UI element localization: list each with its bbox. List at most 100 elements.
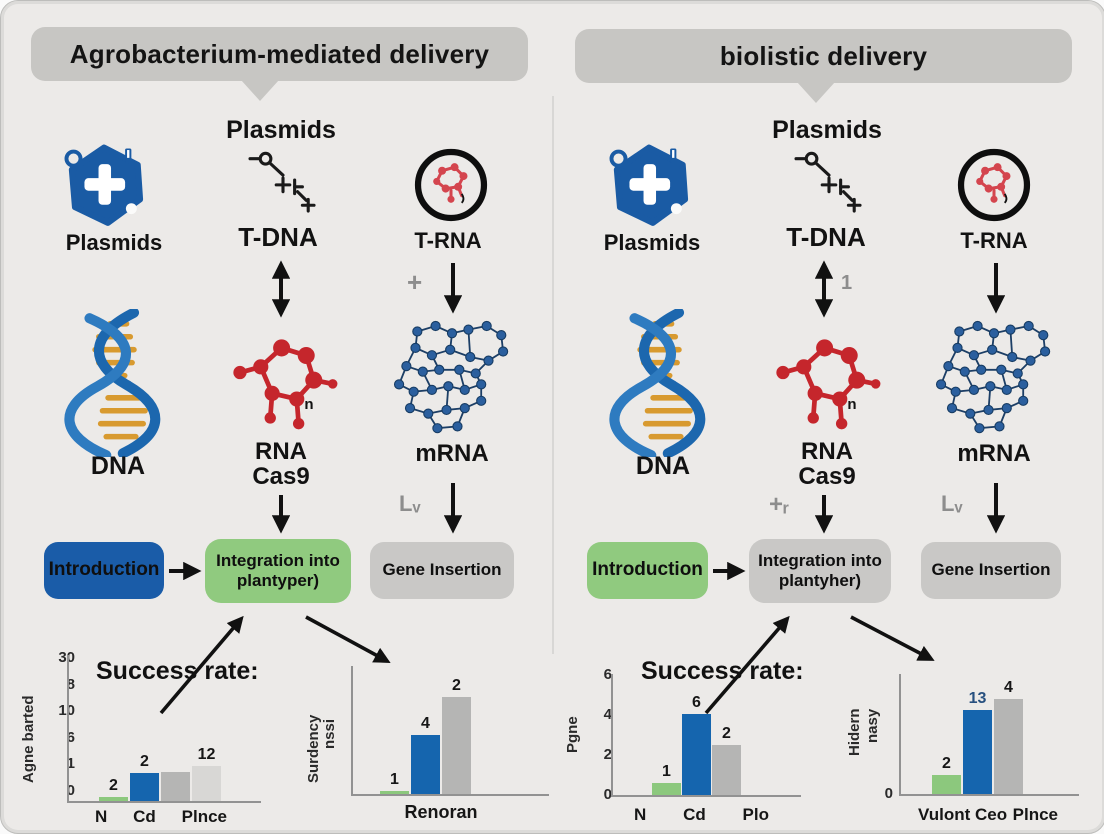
header-agrobacterium-pointer: [241, 80, 279, 101]
bar-group: 1: [380, 771, 409, 794]
bar-value-label: 1: [390, 771, 399, 788]
bar: [192, 766, 221, 801]
plasmid-icon-label: Plasmids: [65, 230, 163, 255]
header-biolistic: biolistic delivery: [575, 29, 1072, 83]
mrna-label: mRNA: [415, 440, 489, 467]
rna-label: RNA: [801, 438, 853, 465]
integration-box-line2: plantyper): [236, 571, 320, 590]
y-tick-label: 0: [603, 786, 612, 803]
dna-label: DNA: [635, 452, 691, 480]
bar-value-label: 2: [942, 755, 951, 772]
mrna-network-icon: [379, 317, 525, 439]
plasmid-icon-label: Plasmids: [603, 230, 701, 255]
dna-helix-icon: [59, 309, 171, 457]
bar: [932, 775, 961, 794]
plasmid-map-icon: [248, 149, 318, 213]
rna-label: RNA: [255, 438, 307, 465]
bar-value-label: 2: [140, 753, 149, 770]
bar-group: 2: [442, 677, 471, 794]
x-category-label: N: [634, 805, 647, 824]
bar-group: 4: [411, 715, 440, 794]
bar-value-label: 4: [421, 715, 430, 732]
molecule-subscript: n: [847, 396, 857, 413]
bar: [994, 699, 1023, 794]
plasmid-map-icon: [794, 149, 864, 213]
bar-value-label: 2: [452, 677, 461, 694]
bar-group: 12: [192, 746, 221, 801]
bar: [130, 773, 159, 801]
y-tick-label: 4: [603, 706, 612, 723]
gene-insertion-box-label: Gene Insertion: [931, 560, 1051, 580]
bar-value-label: 2: [722, 725, 731, 742]
y-axis-ticks: 0: [879, 785, 893, 802]
y-tick-label: 10: [58, 702, 75, 720]
trna-circle-icon: [953, 144, 1035, 226]
y-tick-label: 0: [884, 785, 893, 802]
bar: [963, 710, 992, 794]
arrow-integration-to-chart-left: [305, 615, 391, 663]
bar-group: 2: [712, 725, 741, 795]
bar-group: 6: [682, 694, 711, 795]
bar-group: 4: [994, 679, 1023, 794]
dna-helix-icon: [604, 309, 716, 457]
l-mark: Lᵥ: [941, 491, 963, 516]
bars: 1 4 2: [380, 666, 471, 794]
x-category-label: Plo: [742, 805, 769, 824]
y-tick-label: 6: [603, 666, 612, 683]
gene-insertion-box: Gene Insertion: [921, 542, 1061, 599]
bar: [99, 797, 128, 801]
introduction-box: Introduction: [587, 542, 708, 599]
y-tick-label: 30: [58, 649, 75, 666]
l-mark: Lᵥ: [399, 491, 421, 516]
rna-cas9-molecule-icon: [769, 329, 884, 435]
x-category-label: Plnce: [181, 807, 227, 826]
introduction-box-label: Introduction: [48, 559, 160, 581]
bar-group: 2: [130, 753, 159, 801]
plasmids-title: Plasmids: [772, 116, 882, 144]
plus-mark: +: [407, 267, 423, 297]
bar: [712, 745, 741, 795]
y-tick-label: 8: [66, 675, 75, 693]
plus-mark: +ᵣ: [769, 491, 790, 518]
bar: [161, 772, 190, 801]
integration-box: Integration into plantyper): [205, 539, 351, 603]
cas9-label: Cas9: [798, 463, 856, 490]
gene-insertion-box-label: Gene Insertion: [382, 560, 502, 580]
gene-insertion-box: Gene Insertion: [370, 542, 514, 599]
panel-divider: [552, 96, 554, 654]
bar-value-label: 13: [968, 690, 987, 707]
header-agrobacterium-label: Agrobacterium-mediated delivery: [69, 38, 490, 69]
bar-group: 2: [932, 755, 961, 794]
molecule-subscript: n: [304, 396, 314, 413]
y-axis-title: Agne barted: [20, 695, 37, 783]
bar-value-label: 6: [692, 694, 701, 711]
x-category-label: N: [95, 807, 108, 826]
introduction-box-label: Introduction: [592, 559, 703, 581]
plasmid-icon: [606, 143, 692, 229]
header-biolistic-pointer: [797, 82, 835, 103]
y-axis-title-line2: nssi: [321, 718, 338, 749]
y-axis-ticks: 6 4 2 0: [592, 666, 612, 803]
header-agrobacterium: Agrobacterium-mediated delivery: [31, 27, 528, 81]
rna-cas9-molecule-icon: [226, 329, 341, 435]
y-tick-label: 2: [603, 746, 612, 763]
one-mark: 1: [841, 272, 853, 294]
bar-group: [161, 770, 190, 801]
dna-label: DNA: [90, 452, 146, 480]
tdna-label: T-DNA: [786, 222, 866, 252]
y-tick-label: 1: [66, 755, 75, 773]
trna-circle-icon: [410, 144, 492, 226]
bar-group: 1: [652, 763, 681, 795]
y-axis-title: Surdency: [305, 714, 322, 783]
header-biolistic-label: biolistic delivery: [719, 40, 928, 71]
integration-box-line1: Integration into: [758, 550, 882, 570]
